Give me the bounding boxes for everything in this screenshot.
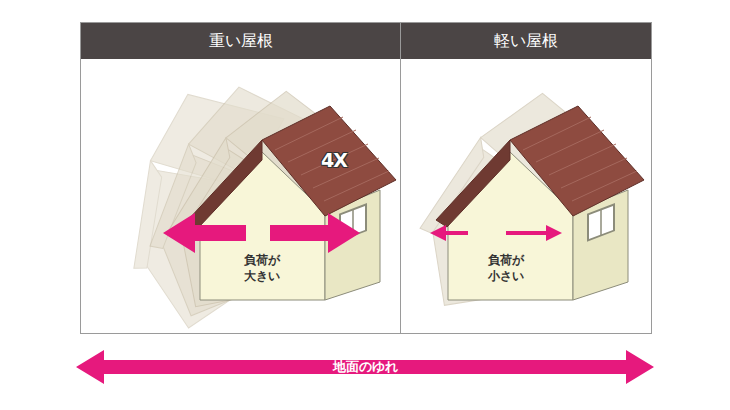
panel-heading: 軽い屋根 [401, 23, 651, 59]
panel-heading: 重い屋根 [81, 23, 400, 59]
arrow-label: 地面のゆれ [333, 358, 398, 376]
load-note: 負荷が 大きい [242, 252, 283, 284]
load-note: 負荷が 小さい [486, 252, 527, 284]
panel: 重い屋根 [80, 22, 401, 334]
panel: 軽い屋根 [400, 22, 652, 334]
weight-badge: 4X [321, 149, 347, 171]
